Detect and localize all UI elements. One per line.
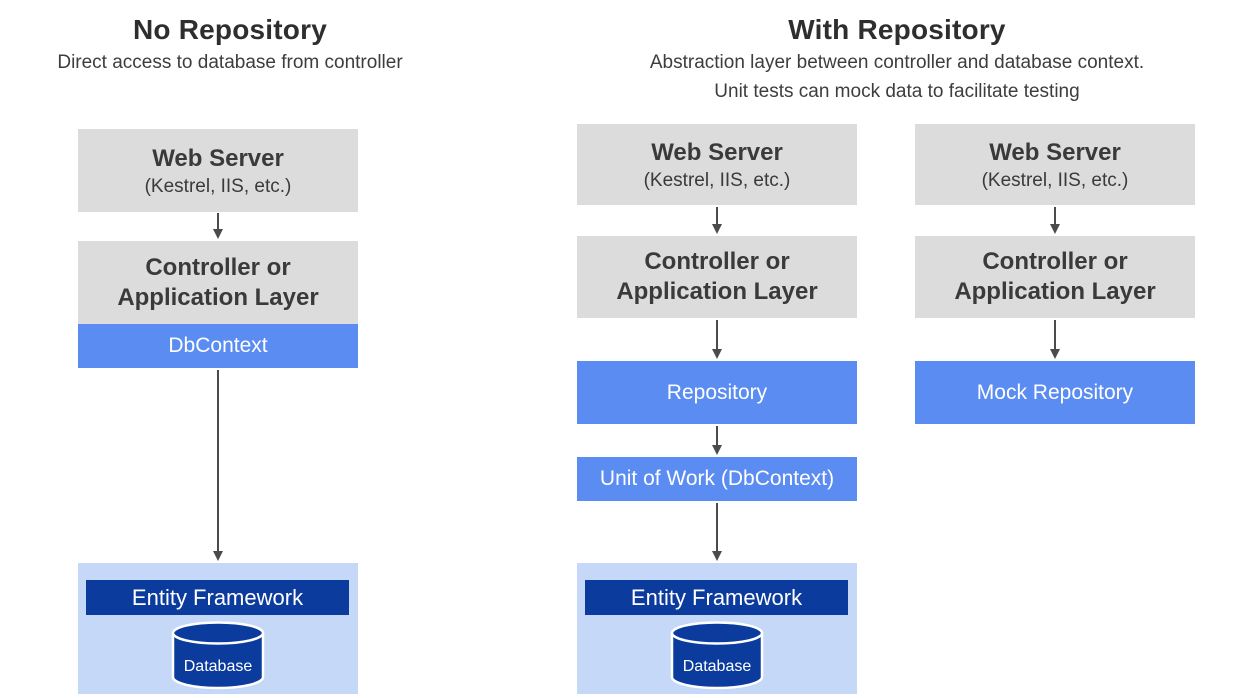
web-server-sublabel: (Kestrel, IIS, etc.) bbox=[981, 169, 1129, 191]
web-server-label: Web Server bbox=[989, 138, 1121, 166]
left-entity-framework-bar: Entity Framework bbox=[86, 580, 349, 615]
web-server-label: Web Server bbox=[152, 144, 284, 172]
right-arrow-controller-to-mock bbox=[1050, 320, 1060, 359]
web-server-label: Web Server bbox=[651, 138, 783, 166]
middle-database-cylinder-icon: Database bbox=[670, 621, 764, 690]
middle-entity-framework-container: Entity Framework Database bbox=[577, 563, 857, 694]
left-web-server-box: Web Server (Kestrel, IIS, etc.) bbox=[78, 129, 358, 212]
left-arrow-dbcontext-to-ef bbox=[213, 370, 223, 561]
mock-repository-label: Mock Repository bbox=[976, 380, 1134, 404]
controller-label: Controller or Application Layer bbox=[954, 247, 1155, 307]
dbcontext-label: DbContext bbox=[168, 334, 268, 357]
middle-arrow-webserver-to-controller bbox=[712, 207, 722, 234]
with-repository-title: With Repository bbox=[788, 14, 1006, 45]
controller-label-line2: Application Layer bbox=[117, 283, 319, 311]
middle-arrow-controller-to-repository bbox=[712, 320, 722, 359]
controller-label: Controller or Application Layer bbox=[117, 253, 318, 313]
no-repository-header: No Repository Direct access to database … bbox=[0, 14, 460, 75]
unit-of-work-box: Unit of Work (DbContext) bbox=[577, 457, 857, 501]
controller-label-line1: Controller or bbox=[644, 248, 790, 275]
middle-arrow-uow-to-ef bbox=[712, 503, 722, 561]
middle-controller-box: Controller or Application Layer bbox=[577, 236, 857, 318]
left-database-label: Database bbox=[184, 658, 253, 675]
right-web-server-box: Web Server (Kestrel, IIS, etc.) bbox=[915, 124, 1195, 205]
entity-framework-label: Entity Framework bbox=[131, 584, 304, 610]
unit-of-work-label: Unit of Work (DbContext) bbox=[599, 467, 835, 490]
controller-label-line1: Controller or bbox=[982, 248, 1128, 275]
web-server-sublabel: (Kestrel, IIS, etc.) bbox=[643, 169, 791, 191]
dbcontext-box: DbContext bbox=[78, 324, 358, 368]
controller-label: Controller or Application Layer bbox=[616, 247, 817, 307]
repository-box: Repository bbox=[577, 361, 857, 424]
with-repository-header: With Repository Abstraction layer betwee… bbox=[560, 14, 1234, 104]
controller-label-line2: Application Layer bbox=[954, 278, 1156, 305]
with-repository-subtitle-line1: Abstraction layer between controller and… bbox=[649, 52, 1145, 73]
left-arrow-webserver-to-controller bbox=[213, 213, 223, 239]
controller-label-line1: Controller or bbox=[145, 253, 291, 281]
left-database-cylinder-icon: Database bbox=[171, 621, 265, 690]
right-arrow-webserver-to-controller bbox=[1050, 207, 1060, 234]
controller-label-line2: Application Layer bbox=[616, 278, 818, 305]
middle-database-label: Database bbox=[683, 658, 752, 675]
no-repository-subtitle: Direct access to database from controlle… bbox=[57, 52, 403, 73]
with-repository-subtitle-line2: Unit tests can mock data to facilitate t… bbox=[714, 81, 1080, 102]
entity-framework-label: Entity Framework bbox=[630, 584, 803, 610]
middle-entity-framework-bar: Entity Framework bbox=[585, 580, 848, 615]
mock-repository-box: Mock Repository bbox=[915, 361, 1195, 424]
middle-arrow-repository-to-uow bbox=[712, 426, 722, 455]
repository-label: Repository bbox=[666, 380, 768, 404]
left-controller-box: Controller or Application Layer bbox=[78, 241, 358, 324]
no-repository-title: No Repository bbox=[133, 14, 327, 45]
right-controller-box: Controller or Application Layer bbox=[915, 236, 1195, 318]
middle-web-server-box: Web Server (Kestrel, IIS, etc.) bbox=[577, 124, 857, 205]
left-entity-framework-container: Entity Framework Database bbox=[78, 563, 358, 694]
web-server-sublabel: (Kestrel, IIS, etc.) bbox=[144, 175, 292, 197]
